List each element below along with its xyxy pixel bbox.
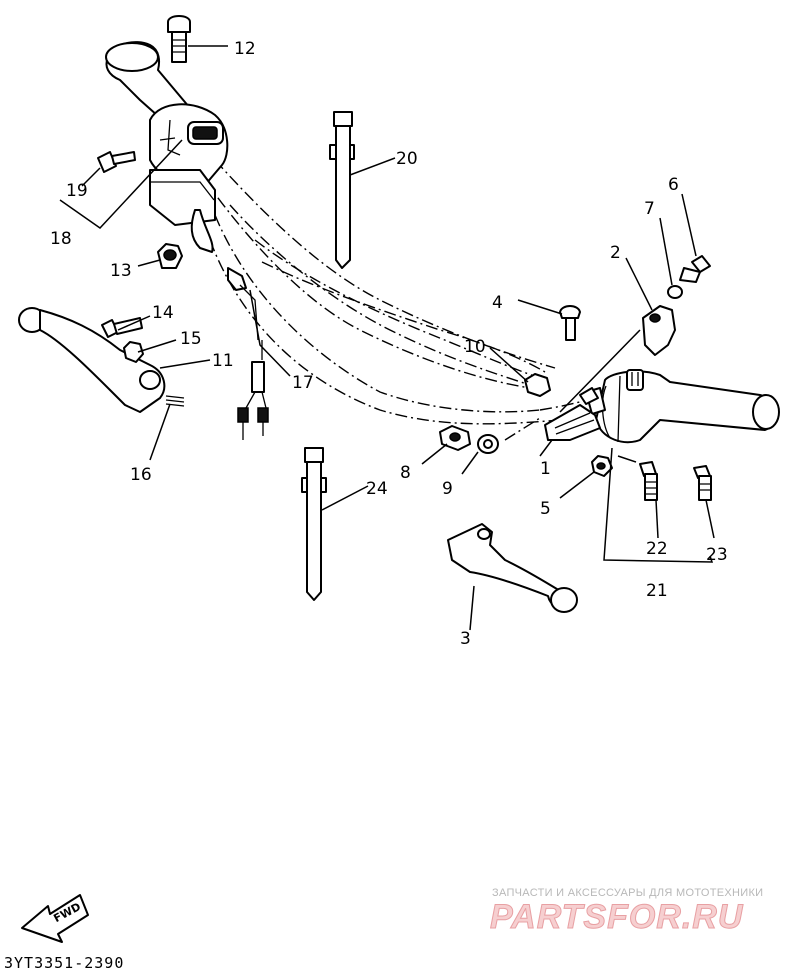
fwd-arrow-icon: FWD [21,894,89,943]
lever-holder-11 [18,307,166,413]
bolt-4 [559,305,581,341]
callout-12: 12 [234,39,256,59]
callout-18: 18 [50,229,72,249]
callout-17: 17 [292,373,314,393]
callout-labels: 1 2 3 4 5 6 7 8 9 10 11 12 13 14 15 16 1… [50,39,728,649]
callout-20: 20 [396,149,418,169]
washer-7 [667,285,683,299]
callout-15: 15 [180,329,202,349]
bolt-6 [679,255,711,283]
right-grip-assembly [585,369,780,444]
screw-22 [639,461,658,501]
cable-tie-20 [329,111,355,269]
brake-lever-3 [447,523,578,613]
callout-10: 10 [464,337,486,357]
callout-21: 21 [646,581,668,601]
callout-1: 1 [540,459,551,479]
nut-13 [157,243,183,269]
callout-4: 4 [492,293,503,313]
nut-5 [591,455,613,477]
callout-23: 23 [706,545,728,565]
throttle-guide-1 [544,387,601,441]
lever-holder-2 [642,305,676,356]
screw-19 [97,151,136,173]
screw-12 [167,15,191,63]
left-grip-assembly [105,41,229,253]
callout-7: 7 [644,199,655,219]
callout-13: 13 [110,261,132,281]
callout-2: 2 [610,243,621,263]
wire-lead-17 [227,267,269,440]
collar-8 [439,425,471,451]
callout-11: 11 [212,351,234,371]
washer-9 [477,434,499,454]
callout-6: 6 [668,175,679,195]
spring-16 [165,395,185,407]
watermark-brand: PARTSFOR.RU [489,898,744,937]
screw-23 [693,465,712,501]
callout-5: 5 [540,499,551,519]
part-code: 3YT3351-2390 [4,954,125,972]
callout-16: 16 [130,465,152,485]
callout-3: 3 [460,629,471,649]
callout-22: 22 [646,539,668,559]
cable-tie-24 [301,447,327,601]
collar-10 [524,373,551,397]
callout-24: 24 [366,479,388,499]
leader-lines [59,45,715,631]
callout-9: 9 [442,479,453,499]
handlebar-outline [204,159,601,441]
callout-8: 8 [400,463,411,483]
watermark-tagline: ЗАПЧАСТИ И АКСЕССУАРЫ ДЛЯ МОТОТЕХНИКИ [492,887,764,899]
nut-15 [123,341,144,363]
callout-14: 14 [152,303,174,323]
callout-19: 19 [66,181,88,201]
